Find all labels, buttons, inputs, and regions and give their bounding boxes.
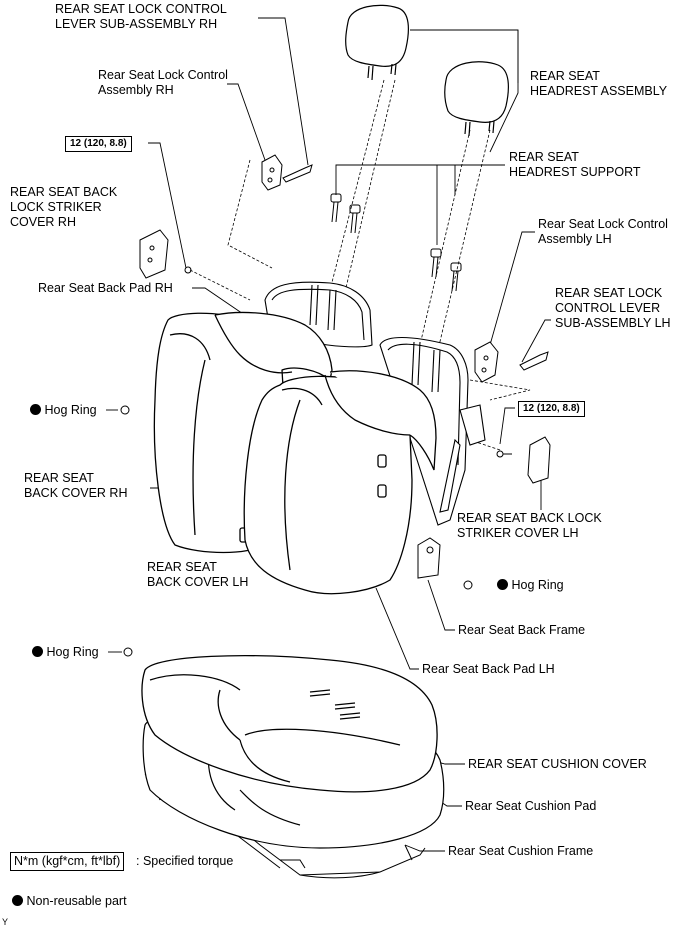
legend-non-reusable: Non-reusable part [12,894,127,909]
leader-torque-lh [499,407,515,445]
non-reusable-dot-icon [497,579,508,590]
label-line: STRIKER COVER LH [457,526,579,540]
leader-lock-lever-rh [258,17,309,166]
hog-ring-symbols [120,405,473,657]
label-cushion-frame: Rear Seat Cushion Frame [448,844,594,858]
legend-torque-units: N*m (kgf*cm, ft*lbf) [10,852,125,871]
label-striker-cover-rh: REAR SEAT BACK LOCK STRIKER COVER RH [10,185,117,230]
striker-cover-rh-part [139,229,192,279]
label-line: Rear Seat Lock Control [98,68,228,82]
label-hog-ring-1: Hog Ring [30,403,97,418]
label-hog-ring-2: Hog Ring [497,578,564,593]
striker-cover-lh-part [496,436,551,484]
label-line: CONTROL LEVER [555,301,661,315]
label-text: Hog Ring [511,578,564,592]
headrest-supports [330,193,462,292]
label-line: REAR SEAT BACK [10,185,118,199]
label-text: Hog Ring [46,645,99,659]
leader-headrest-support [335,164,456,195]
non-reusable-dot-icon [32,646,43,657]
label-line: REAR SEAT [24,471,94,485]
lock-control-rh-part [261,154,313,191]
seat-back-lh [243,370,437,595]
label-line: BACK COVER LH [147,575,249,589]
label-line: REAR SEAT LOCK CONTROL [55,2,227,16]
label-back-cover-rh: REAR SEAT BACK COVER RH [24,471,128,501]
headrest-left [345,4,409,81]
leader-cushion-frame [404,844,445,852]
leader-lock-lever-lh [521,319,551,363]
label-line: REAR SEAT BACK LOCK [457,511,602,525]
headrest-right [444,61,509,137]
back-frame-bracket [417,537,441,579]
leader-lock-control-lh [489,231,535,346]
label-line: LOCK STRIKER [10,200,102,214]
label-line: HEADREST ASSEMBLY [530,84,668,98]
label-text: Hog Ring [44,403,97,417]
label-line: Assembly RH [98,83,174,97]
label-line: HEADREST SUPPORT [509,165,641,179]
label-text: Non-reusable part [26,894,127,908]
label-line: REAR SEAT [147,560,217,574]
non-reusable-dot-icon [12,895,23,906]
label-line: LEVER SUB-ASSEMBLY RH [55,17,218,31]
label-line: REAR SEAT LOCK [555,286,663,300]
lock-control-lh-part [474,341,549,383]
label-line: COVER RH [10,215,76,229]
label-headrest-assembly: REAR SEAT HEADREST ASSEMBLY [530,69,667,99]
label-striker-cover-lh: REAR SEAT BACK LOCK STRIKER COVER LH [457,511,602,541]
label-line: REAR SEAT [509,150,579,164]
leader-torque-rh [148,142,187,269]
torque-spec-lh: 12 (120, 8.8) [518,401,585,417]
label-line: SUB-ASSEMBLY LH [555,316,671,330]
label-lock-lever-rh: REAR SEAT LOCK CONTROL LEVER SUB-ASSEMBL… [55,2,227,32]
label-line: REAR SEAT [530,69,600,83]
label-hog-ring-3: Hog Ring [32,645,99,660]
leader-back-pad-rh [192,287,253,321]
non-reusable-dot-icon [30,404,41,415]
label-back-pad-lh: Rear Seat Back Pad LH [422,662,555,676]
corner-mark: Y [2,917,9,927]
label-headrest-support: REAR SEAT HEADREST SUPPORT [509,150,641,180]
leader-lock-control-rh [227,83,266,161]
leader-back-pad-lh [375,587,419,670]
cushion-cover [141,655,438,793]
label-cushion-pad: Rear Seat Cushion Pad [465,799,597,813]
label-line: BACK COVER RH [24,486,128,500]
leader-back-frame [427,579,455,631]
label-back-cover-lh: REAR SEAT BACK COVER LH [147,560,248,590]
label-line: Rear Seat Lock Control [538,217,668,231]
label-cushion-cover: REAR SEAT CUSHION COVER [468,757,647,771]
label-back-pad-rh: Rear Seat Back Pad RH [38,281,173,295]
torque-spec-rh: 12 (120, 8.8) [65,136,132,152]
label-lock-control-rh: Rear Seat Lock Control Assembly RH [98,68,228,98]
legend-torque-desc: : Specified torque [136,854,234,868]
assembly-dash-lines [189,79,531,451]
label-line: Assembly LH [538,232,612,246]
label-back-frame: Rear Seat Back Frame [458,623,586,637]
label-lock-control-lh: Rear Seat Lock Control Assembly LH [538,217,668,247]
label-lock-lever-lh: REAR SEAT LOCK CONTROL LEVER SUB-ASSEMBL… [555,286,671,331]
